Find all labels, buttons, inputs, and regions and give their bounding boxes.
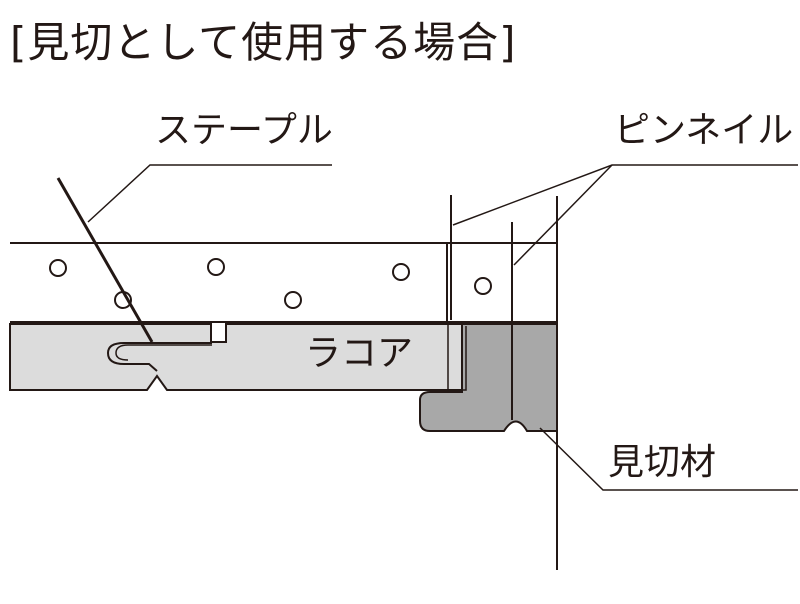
pin-leader-2 (513, 164, 613, 266)
trim-leader (539, 427, 798, 491)
page-title: [見切として使用する場合] (10, 18, 517, 67)
staple-line (56, 177, 154, 343)
trim-piece (419, 323, 558, 432)
upper-board (10, 242, 558, 323)
lacore-label: ラコア (305, 333, 414, 374)
board-hole (49, 259, 67, 277)
staple-label: ステープル (155, 110, 333, 151)
staple-leader (87, 164, 332, 223)
leader-lines (87, 164, 798, 491)
pin-nail-label: ピンネイル (614, 110, 794, 151)
board-hole (392, 263, 410, 281)
board-hole (207, 258, 225, 276)
pin-leader (452, 164, 798, 226)
fasteners (56, 177, 558, 570)
trim-label: 見切材 (608, 442, 717, 483)
board-hole (474, 277, 492, 295)
board-hole (284, 291, 302, 309)
